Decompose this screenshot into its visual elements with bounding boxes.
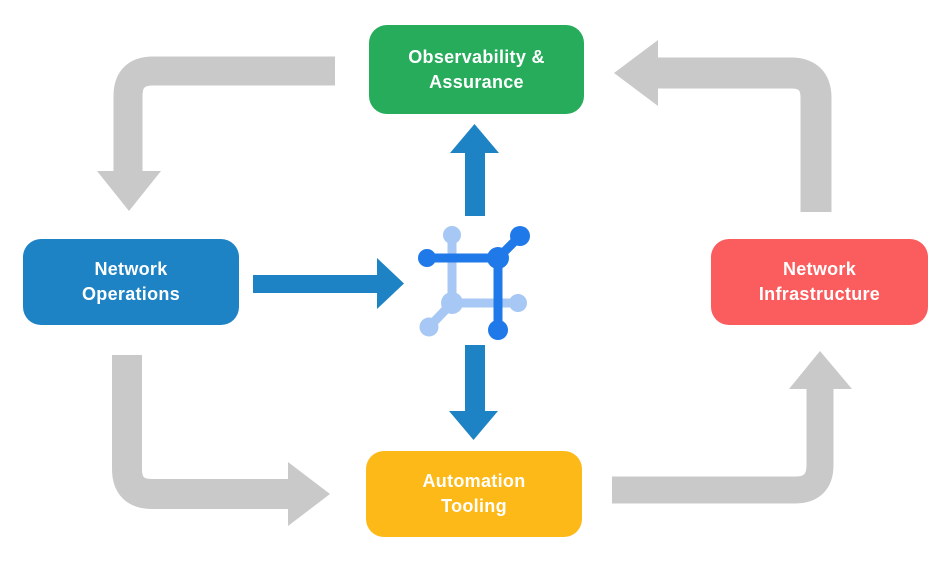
arrow-infrastructure-to-observability — [614, 40, 832, 212]
node-label-line: Tooling — [441, 496, 507, 516]
arrow-shaft — [612, 388, 834, 504]
arrow-head — [288, 462, 330, 526]
arrow-head — [449, 411, 498, 440]
icon-corner-top-right — [487, 247, 509, 269]
node-network-infrastructure: Network Infrastructure — [711, 239, 928, 325]
node-label-line: Operations — [81, 284, 181, 304]
node-label-line: Network — [94, 259, 168, 279]
arrow-observability-to-operations — [97, 56, 335, 211]
arrow-automation-to-infrastructure — [612, 351, 852, 504]
icon-node-right — [509, 294, 527, 312]
icon-node-bottom-left — [419, 317, 439, 337]
node-label-line: Observability & — [408, 46, 545, 67]
node-label-line: Assurance — [429, 71, 524, 92]
icon-node-left — [418, 249, 436, 267]
node-label-line: Network — [782, 259, 857, 279]
icon-corner-bottom-left — [441, 292, 463, 314]
arrow-center-to-automation — [449, 345, 498, 440]
node-automation-tooling: Automation Tooling — [366, 451, 582, 537]
node-observability-assurance: Observability & Assurance — [369, 25, 584, 114]
arrow-center-to-observability — [450, 124, 499, 216]
arrow-operations-to-automation — [112, 355, 330, 526]
arrow-head — [97, 171, 161, 211]
node-label-line: Automation — [422, 471, 526, 491]
arrow-head — [450, 124, 499, 153]
arrow-head — [789, 351, 852, 389]
arrow-shaft — [112, 355, 288, 509]
network-mesh-icon — [418, 226, 530, 340]
icon-node-bottom — [488, 320, 508, 340]
arrow-head — [377, 258, 404, 309]
node-network-operations: Network Operations — [23, 239, 239, 325]
icon-node-top-right — [510, 226, 530, 246]
arrow-shaft — [658, 57, 832, 212]
node-label-line: Infrastructure — [758, 284, 881, 304]
arrow-operations-to-center — [253, 258, 404, 309]
icon-node-top — [443, 226, 461, 244]
arrow-head — [614, 40, 658, 106]
arrow-shaft — [113, 56, 335, 173]
